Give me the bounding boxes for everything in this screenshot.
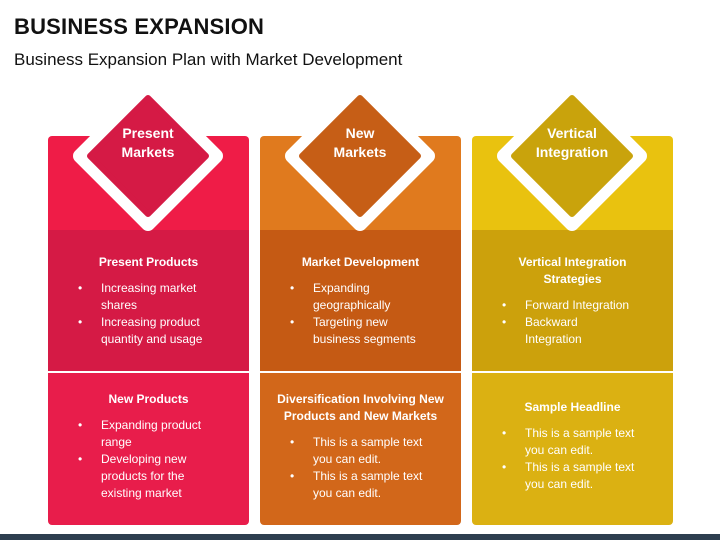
section-heading: Market Development <box>301 255 420 269</box>
footer-bar <box>0 534 720 540</box>
divider <box>472 371 673 373</box>
section-heading: New Products <box>108 392 189 406</box>
section-sample-headline: Sample Headline This is a sample textyou… <box>472 399 673 493</box>
section-present-products: Present Products Increasing marketshares… <box>48 254 249 348</box>
diamond-shape <box>285 81 435 231</box>
diamond-label: Vertical Integration <box>535 125 609 160</box>
diamond-new-markets: New Markets <box>275 81 445 234</box>
diamond-vertical-integration: Vertical Integration <box>487 81 657 234</box>
diamond-label: New Markets <box>333 125 387 160</box>
bullet-item: Forward Integration <box>472 297 673 314</box>
divider <box>260 371 461 373</box>
diamond-shape <box>73 81 223 231</box>
diamond-present-markets: Present Markets <box>63 81 233 234</box>
page-subtitle: Business Expansion Plan with Market Deve… <box>14 50 403 69</box>
section-heading: Sample Headline <box>524 400 621 414</box>
diamond-label: Present Markets <box>121 125 175 160</box>
section-heading: Vertical Integration Strategies <box>518 255 627 286</box>
diamond-shape <box>497 81 647 231</box>
section-vertical-integration-strategies: Vertical Integration Strategies Forward … <box>472 254 673 348</box>
page-title: BUSINESS EXPANSION <box>14 14 265 39</box>
section-diversification: Diversification Involving New Products a… <box>260 391 461 502</box>
divider <box>48 371 249 373</box>
section-market-development: Market Development Expandinggeographical… <box>260 254 461 348</box>
section-heading: Diversification Involving New Products a… <box>277 392 444 423</box>
section-heading: Present Products <box>98 255 199 269</box>
